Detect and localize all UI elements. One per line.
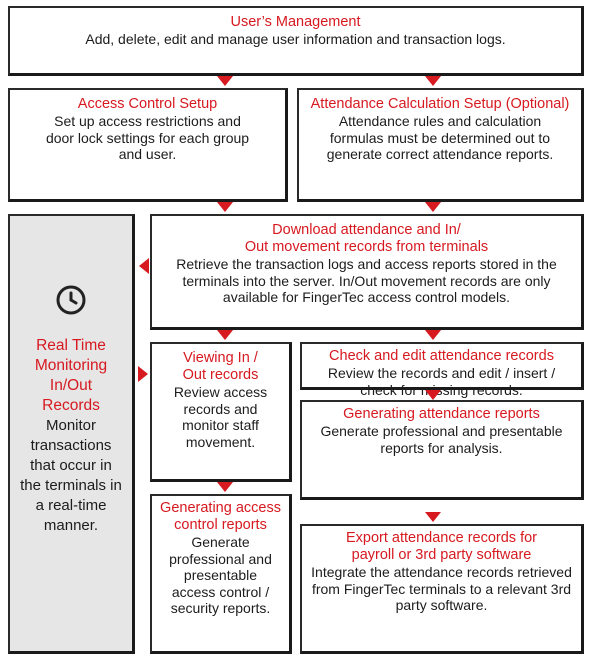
access-control-setup-desc: Set up access restrictions and door lock…	[45, 113, 250, 162]
arrow-attendance-to-download	[425, 202, 441, 212]
viewing-records-desc: Review access records and monitor staff …	[173, 384, 268, 450]
generating-attendance-desc: Generate professional and presentable re…	[320, 423, 563, 456]
generating-access-title: Generating access control reports	[160, 500, 281, 533]
real-time-monitoring-box: Real Time Monitoring In/Out Records Moni…	[8, 214, 135, 654]
real-time-monitoring-title: Real Time Monitoring In/Out Records	[34, 337, 108, 414]
access-control-setup-box: Access Control Setup Set up access restr…	[8, 88, 288, 202]
viewing-records-title: Viewing In / Out records	[182, 350, 259, 383]
arrow-download-to-check	[425, 330, 441, 340]
real-time-monitoring-desc: Monitor transactions that occur in the t…	[20, 417, 122, 534]
generating-attendance-box: Generating attendance reports Generate p…	[300, 400, 584, 500]
user-management-box: User’s Management Add, delete, edit and …	[8, 6, 584, 76]
viewing-records-box: Viewing In / Out records Review access r…	[150, 342, 292, 482]
generating-attendance-title: Generating attendance reports	[343, 406, 540, 422]
arrow-to-access-setup	[217, 76, 233, 86]
arrow-check-to-generate	[425, 390, 441, 400]
export-title: Export attendance records for payroll or…	[345, 530, 538, 563]
export-desc: Integrate the attendance records retriev…	[311, 564, 572, 613]
generating-access-box: Generating access control reports Genera…	[150, 494, 292, 654]
check-edit-desc: Review the records and edit / insert / c…	[327, 365, 556, 398]
download-title-line2: Out movement records from terminals	[244, 239, 489, 255]
download-desc: Retrieve the transaction logs and access…	[176, 256, 557, 305]
arrow-viewing-to-realtime	[138, 366, 148, 382]
user-management-desc: Add, delete, edit and manage user inform…	[85, 31, 506, 47]
check-edit-box: Check and edit attendance records Review…	[300, 342, 584, 398]
arrow-access-to-download	[217, 202, 233, 212]
attendance-setup-desc: Attendance rules and calculation formula…	[326, 113, 554, 162]
download-records-box: Download attendance and In/ Out movement…	[150, 214, 584, 330]
arrow-download-to-viewing	[217, 330, 233, 340]
user-management-title: User’s Management	[230, 14, 361, 30]
download-title-line1: Download attendance and In/	[272, 222, 461, 238]
arrow-to-attendance-setup	[425, 76, 441, 86]
arrow-download-to-realtime	[139, 258, 149, 274]
check-edit-title: Check and edit attendance records	[329, 348, 554, 364]
arrow-viewing-to-access-reports	[217, 482, 233, 492]
attendance-setup-box: Attendance Calculation Setup (Optional) …	[297, 88, 584, 202]
access-control-setup-title: Access Control Setup	[77, 96, 218, 112]
generating-access-desc: Generate professional and presentable ac…	[169, 534, 272, 616]
export-records-box: Export attendance records for payroll or…	[300, 524, 584, 654]
attendance-setup-title: Attendance Calculation Setup (Optional)	[310, 96, 570, 112]
arrow-generate-to-export	[425, 512, 441, 522]
clock-icon	[56, 285, 86, 315]
